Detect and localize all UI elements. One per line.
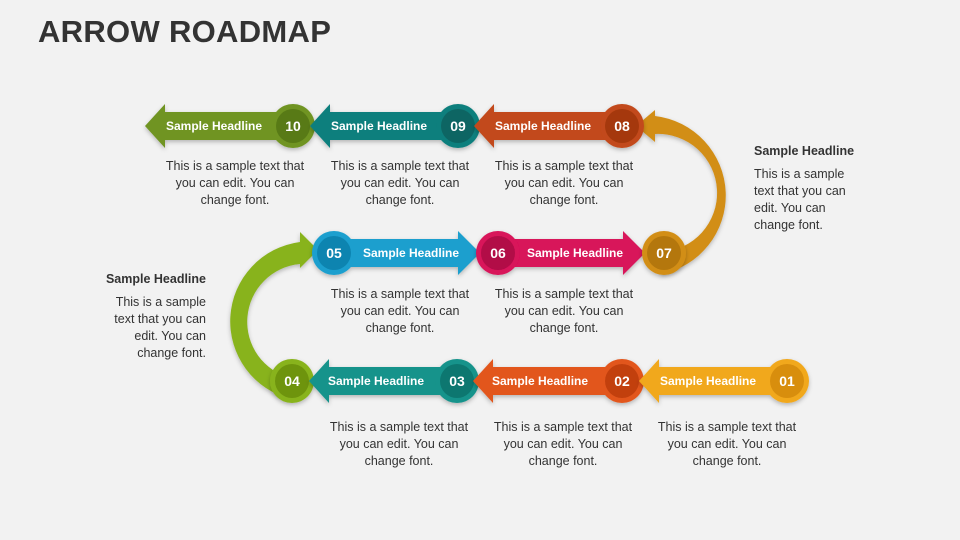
number-circle-05 [317, 236, 351, 270]
step-number-09: 09 [450, 118, 466, 134]
step-05 [312, 231, 480, 275]
step-07-headline: Sample Headline [754, 144, 855, 158]
arrow-body-10 [145, 104, 282, 148]
step-10 [145, 104, 315, 148]
step-number-07: 07 [656, 245, 672, 261]
arrow-headline-09: Sample Headline [331, 119, 427, 133]
number-circle-01 [770, 364, 804, 398]
step-number-06: 06 [490, 245, 506, 261]
page-title: ARROW ROADMAP [38, 14, 332, 49]
arrow-headline-02: Sample Headline [492, 374, 588, 388]
arrow-body-03 [309, 359, 446, 403]
step-08 [474, 104, 644, 148]
step-09-description: This is a sample text that you can edit.… [330, 159, 470, 207]
arrow-body-08 [474, 104, 611, 148]
number-circle-02 [605, 364, 639, 398]
step-04-description: This is a sample text that you can edit.… [114, 295, 206, 360]
step-04 [270, 359, 314, 403]
arrow-body-01 [639, 359, 776, 403]
step-10-description: This is a sample text that you can edit.… [165, 159, 305, 207]
number-circle-08 [605, 109, 639, 143]
arrow-headline-05: Sample Headline [363, 246, 459, 260]
arrow-body-06 [510, 231, 645, 275]
arrow-headline-03: Sample Headline [328, 374, 424, 388]
step-01-description: This is a sample text that you can edit.… [657, 420, 797, 468]
step-01 [639, 359, 809, 403]
number-circle-03 [440, 364, 474, 398]
step-06 [476, 231, 645, 275]
step-02-description: This is a sample text that you can edit.… [493, 420, 633, 468]
step-number-10: 10 [285, 118, 301, 134]
step-09 [310, 104, 480, 148]
arrow-body-02 [473, 359, 610, 403]
curve-connector-04 [230, 232, 318, 399]
number-circle-06 [481, 236, 515, 270]
step-07-description: This is a sample text that you can edit.… [754, 167, 846, 232]
arrow-body-09 [310, 104, 447, 148]
arrow-headline-06: Sample Headline [527, 246, 623, 260]
arrow-headline-10: Sample Headline [166, 119, 262, 133]
step-number-04: 04 [284, 373, 300, 389]
number-circle-10 [276, 109, 310, 143]
number-circle-09 [441, 109, 475, 143]
step-08-description: This is a sample text that you can edit.… [494, 159, 634, 207]
step-07 [642, 231, 686, 275]
arrow-headline-08: Sample Headline [495, 119, 591, 133]
step-number-05: 05 [326, 245, 342, 261]
step-04-headline: Sample Headline [105, 272, 206, 286]
step-04-side-block: Sample Headline This is a sample text th… [96, 272, 206, 362]
step-06-description: This is a sample text that you can edit.… [494, 287, 634, 335]
step-number-01: 01 [779, 373, 795, 389]
step-number-02: 02 [614, 373, 630, 389]
arrow-body-05 [346, 231, 480, 275]
step-05-description: This is a sample text that you can edit.… [330, 287, 470, 335]
step-03 [309, 359, 479, 403]
curve-connector-07 [636, 110, 726, 274]
step-number-08: 08 [614, 118, 630, 134]
number-circle-04 [275, 364, 309, 398]
step-02 [473, 359, 644, 403]
step-number-03: 03 [449, 373, 465, 389]
number-circle-07 [647, 236, 681, 270]
step-03-description: This is a sample text that you can edit.… [329, 420, 469, 468]
arrow-headline-01: Sample Headline [660, 374, 756, 388]
step-07-side-block: Sample Headline This is a sample text th… [754, 144, 864, 234]
